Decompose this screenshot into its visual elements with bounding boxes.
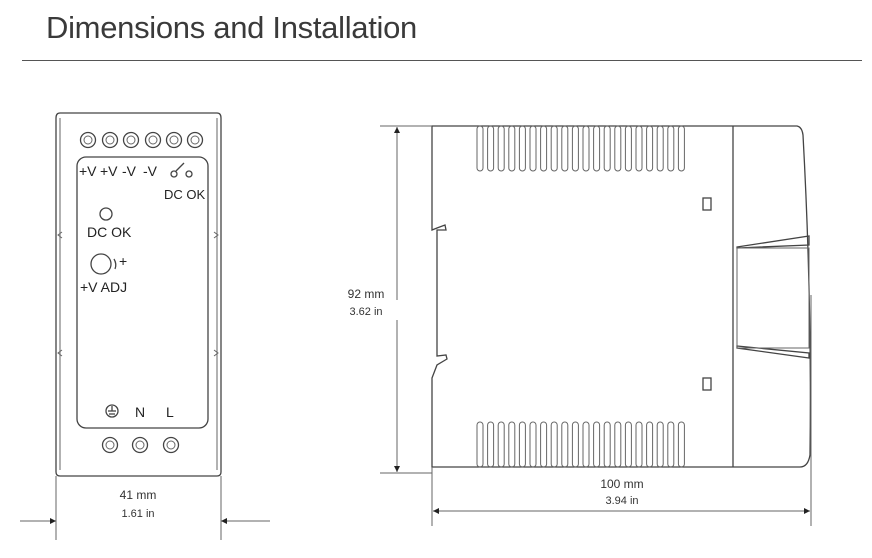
terminal-screw-icon	[79, 131, 97, 149]
height-in: 3.62 in	[349, 306, 382, 318]
vent-slot	[624, 125, 632, 172]
vent-slot	[646, 421, 654, 468]
vent-slot	[571, 125, 579, 172]
vent-slot	[635, 125, 643, 172]
vent-slot	[529, 125, 537, 172]
vent-slot	[571, 421, 579, 468]
front-connector	[736, 235, 810, 359]
vent-slot	[656, 125, 664, 172]
width-in: 1.61 in	[121, 508, 154, 520]
vent-slot	[635, 421, 643, 468]
vent-slot	[529, 421, 537, 468]
vent-slot	[561, 125, 569, 172]
terminal-screw-icon	[165, 131, 183, 149]
vent-slot	[677, 125, 685, 172]
adjust-sign: +	[119, 253, 127, 269]
vent-slots	[476, 125, 685, 468]
vent-slot	[667, 421, 675, 468]
vent-slot	[614, 421, 622, 468]
latch-slot	[702, 377, 712, 391]
vent-slot	[614, 125, 622, 172]
side-view: 92 mm 3.62 in 100 mm 3.94 in	[348, 125, 812, 526]
terminal-screw-icon	[144, 131, 162, 149]
adjust-label: +V ADJ	[80, 279, 127, 295]
vent-slot	[476, 125, 484, 172]
side-housing	[431, 125, 812, 468]
terminal-screw-icon	[162, 436, 180, 454]
vent-slot	[550, 421, 558, 468]
input-terminals	[101, 436, 180, 454]
vent-slot	[561, 421, 569, 468]
vent-slot	[677, 421, 685, 468]
input-label-n: N	[135, 404, 145, 420]
vent-slot	[487, 421, 495, 468]
vent-slot	[603, 125, 611, 172]
vent-slot	[656, 421, 664, 468]
title-divider	[22, 60, 862, 61]
terminal-screw-icon	[186, 131, 204, 149]
relay-switch-icon	[170, 162, 193, 178]
vent-slot	[487, 125, 495, 172]
terminal-screw-icon	[122, 131, 140, 149]
vent-slot	[624, 421, 632, 468]
vent-slot	[476, 421, 484, 468]
vent-slot	[582, 421, 590, 468]
front-housing	[55, 112, 222, 477]
vent-slot	[667, 125, 675, 172]
vent-slot	[497, 421, 505, 468]
input-label-l: L	[166, 404, 174, 420]
led-icon	[99, 207, 113, 221]
front-panel	[76, 156, 209, 429]
terminal-label: +V	[100, 163, 118, 179]
vent-slot	[582, 125, 590, 172]
vent-slot	[497, 125, 505, 172]
vent-slot	[593, 421, 601, 468]
terminal-label: -V	[122, 163, 137, 179]
led-label: DC OK	[87, 224, 132, 240]
terminal-screw-icon	[131, 436, 149, 454]
relay-label: DC OK	[164, 187, 206, 202]
depth-mm: 100 mm	[600, 477, 643, 491]
terminal-screw-icon	[101, 131, 119, 149]
potentiometer-icon	[90, 253, 117, 275]
vent-slot	[646, 125, 654, 172]
depth-in: 3.94 in	[605, 495, 638, 507]
vent-slot	[518, 125, 526, 172]
height-mm: 92 mm	[348, 287, 385, 301]
vent-slot	[508, 421, 516, 468]
vent-slot	[518, 421, 526, 468]
page-title: Dimensions and Installation	[46, 10, 417, 45]
vent-slot	[540, 421, 548, 468]
width-mm: 41 mm	[120, 488, 157, 502]
terminal-screw-icon	[101, 436, 119, 454]
front-view: +V +V -V -V DC OK DC OK + +V ADJ N L 41 …	[20, 112, 270, 540]
vent-slot	[603, 421, 611, 468]
output-terminals	[79, 131, 204, 149]
latch-slot	[702, 197, 712, 211]
vent-slot	[593, 125, 601, 172]
vent-slot	[508, 125, 516, 172]
terminal-label: +V	[79, 163, 97, 179]
terminal-label: -V	[143, 163, 158, 179]
ground-icon	[105, 404, 119, 418]
vent-slot	[540, 125, 548, 172]
vent-slot	[550, 125, 558, 172]
